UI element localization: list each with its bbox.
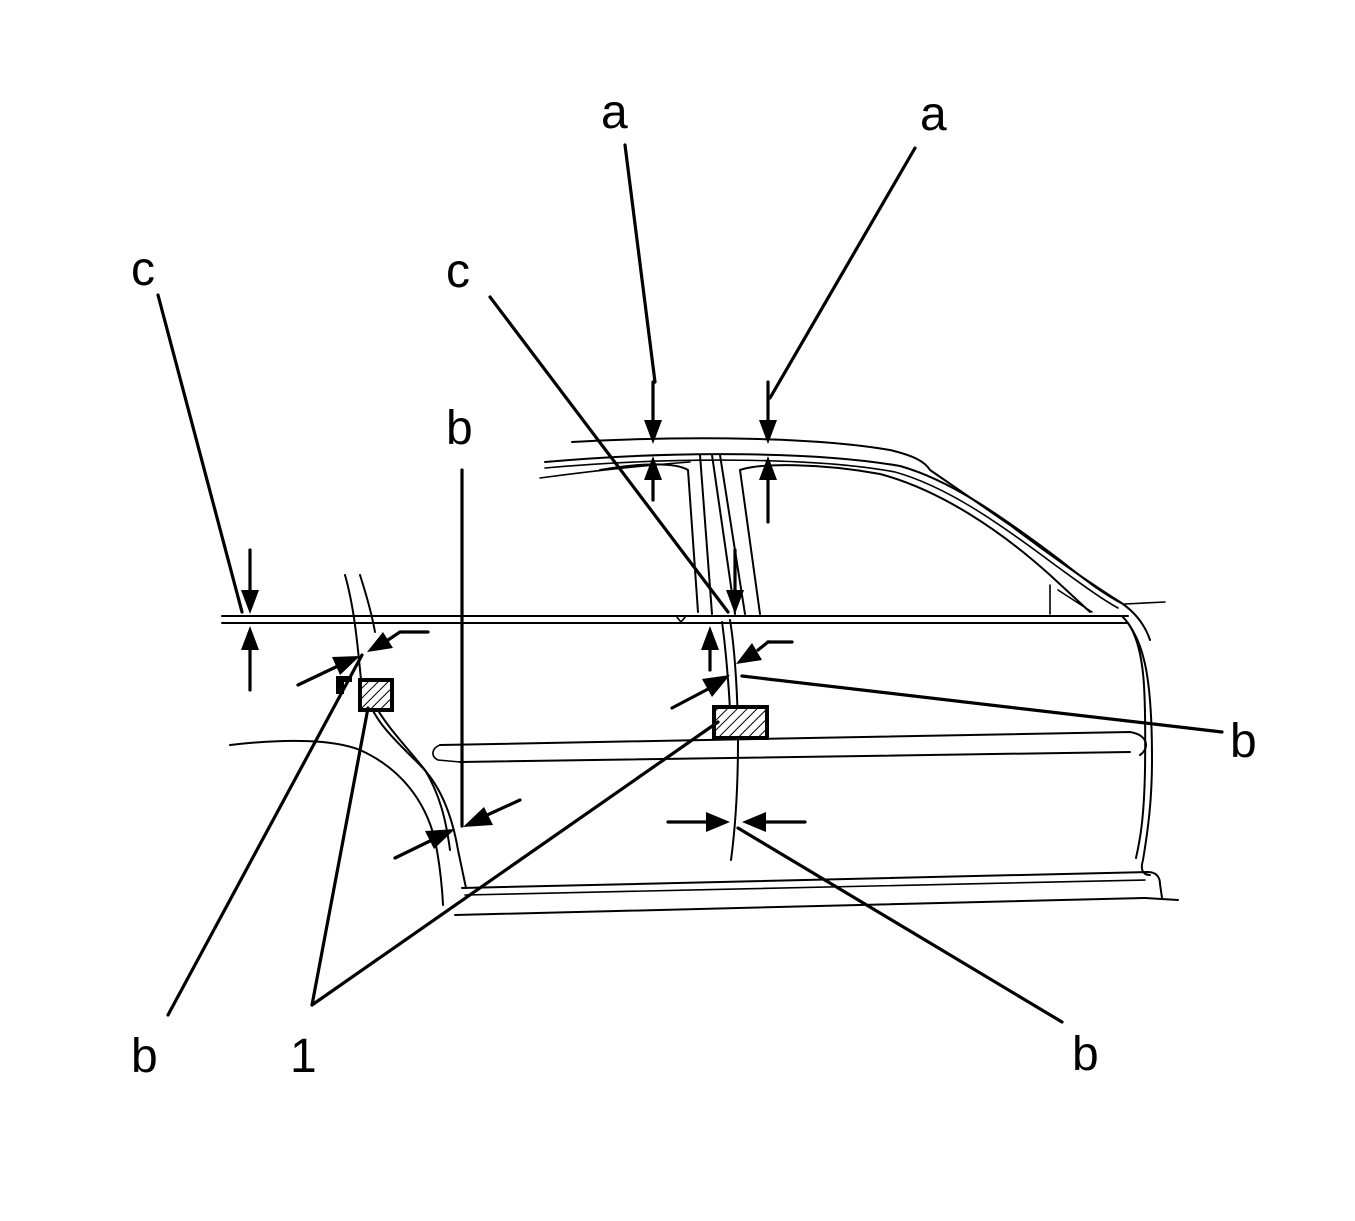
door-gap-arrow-front-lower: [666, 812, 807, 832]
vehicle-body-outline: [221, 437, 1179, 916]
door-gap-arrow-rear-upper: [296, 630, 430, 687]
rocker-upper-line: [461, 871, 1163, 899]
belt-gap-arrow-center: [701, 548, 744, 672]
rear-door-trailing-edge-inner: [371, 699, 451, 851]
rocker-lower-line: [454, 897, 1179, 916]
callout-b-bottom-left: b: [131, 1030, 158, 1083]
roof-drip-line: [544, 459, 1119, 609]
rear-wheel-arch: [229, 739, 444, 906]
roof-inner-line: [544, 453, 1126, 606]
callouts: a a c c b b b 1 b: [131, 86, 1257, 1083]
leader-c-center: [488, 295, 730, 614]
callout-leader-lines: [156, 143, 1224, 1024]
moulding-rear-end: [432, 744, 461, 763]
callout-b-top: b: [446, 402, 473, 455]
front-window-frame: [739, 464, 1091, 615]
callout-b-bottom-right: b: [1072, 1028, 1099, 1081]
door-gap-arrow-front-upper: [670, 640, 794, 710]
leader-b-front-upper: [740, 674, 1224, 734]
quarter-panel-edge-inner: [359, 574, 376, 633]
door-gap-arrow-rear-lower: [393, 798, 522, 860]
body-side-moulding-bottom: [459, 751, 1131, 763]
leader-b-front-lower: [736, 826, 1064, 1024]
rear-door-trailing-edge: [364, 689, 467, 889]
front-door-leading-edge-inner: [1127, 622, 1147, 859]
roof-outer-line: [571, 437, 1151, 641]
leader-a-right: [768, 146, 917, 400]
leader-1-to-front-label: [310, 720, 720, 1007]
callout-1: 1: [290, 1030, 317, 1083]
callout-c-left: c: [131, 243, 155, 296]
rocker-mid-line: [464, 879, 1146, 896]
b-pillar-front-edge: [711, 454, 736, 615]
belt-gap-arrow-left: [241, 548, 259, 692]
quarter-panel-edge-outer: [344, 574, 363, 691]
leader-c-left: [156, 293, 244, 614]
dimension-arrows: [241, 380, 807, 860]
callout-a-left: a: [601, 86, 628, 139]
roof-gap-arrow-left: [644, 380, 662, 502]
belt-notch: [675, 615, 687, 624]
leader-a-left: [623, 143, 657, 384]
a-pillar-tick: [1124, 601, 1166, 605]
front-door-gap-line-2: [721, 621, 731, 711]
gap-label-rear: [358, 678, 394, 712]
callout-b-right: b: [1230, 715, 1257, 768]
front-door-leading-edge: [1121, 615, 1153, 876]
mirror-sail-line: [1049, 584, 1093, 615]
rear-window-frame: [599, 463, 699, 613]
body-side-moulding-top: [439, 731, 1147, 756]
callout-c-center: c: [446, 245, 470, 298]
roof-gap-arrow-right: [759, 380, 777, 524]
rear-roof-line: [539, 461, 691, 479]
leader-b-rear-upper: [166, 653, 364, 1017]
leader-1-to-rear-label: [310, 706, 370, 1007]
callout-a-right: a: [920, 88, 947, 141]
front-door-window-rear-edge: [719, 454, 746, 615]
gap-label-front: [712, 705, 769, 740]
